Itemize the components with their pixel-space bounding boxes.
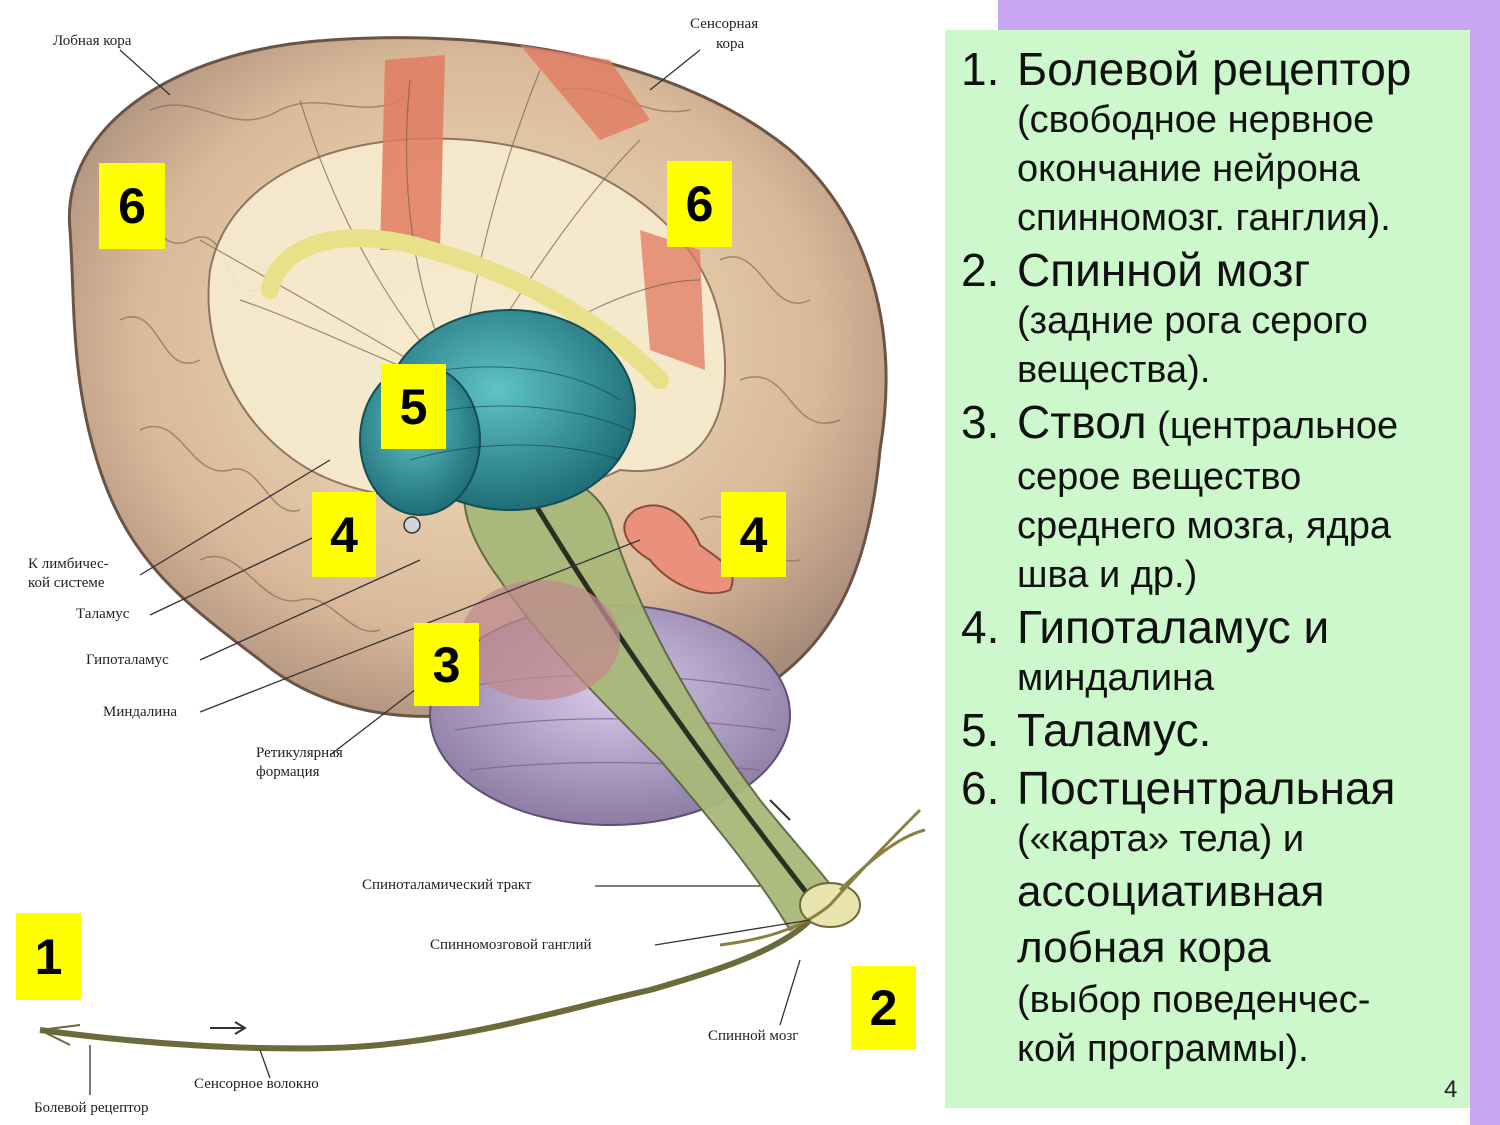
label-spinal-cord: Спинной мозг xyxy=(708,1028,799,1044)
label-limbic-line2: кой системе xyxy=(28,575,105,591)
legend-item-heading: 6. Постцентральная xyxy=(961,761,1470,815)
legend-item-number: 6. xyxy=(961,762,1000,814)
label-sensory-cortex-line1: Сенсорная xyxy=(690,16,759,32)
legend-item: 5. Таламус. xyxy=(961,703,1470,757)
legend-item-number: 1. xyxy=(961,43,1000,95)
legend-item-number: 5. xyxy=(961,704,1000,756)
badge-6-left: 6 xyxy=(99,163,165,249)
label-spinal-ganglion: Спинномозговой ганглий xyxy=(430,937,592,953)
slide-number: 4 xyxy=(1444,1076,1458,1103)
legend-item: 3. Ствол (центральное серое вещество средне… xyxy=(961,395,1470,600)
badge-2: 2 xyxy=(851,966,916,1050)
badge-5: 5 xyxy=(381,364,446,449)
label-pain-receptor: Болевой рецептор xyxy=(34,1100,149,1116)
label-sensory-fiber: Сенсорное волокно xyxy=(194,1076,319,1092)
legend-item-title: Гипоталамус и xyxy=(1017,601,1330,653)
legend-item-heading: 2. Спинной мозг xyxy=(961,243,1470,297)
legend-item: 2. Спинной мозг(задние рога серого веществ… xyxy=(961,243,1470,395)
legend-item-line: (задние рога серого xyxy=(1017,300,1368,342)
legend-item-title: Спинной мозг xyxy=(1017,244,1311,296)
label-reticular-line2: формация xyxy=(256,764,320,780)
legend-item-line: лобная кора xyxy=(1017,923,1271,972)
label-amygdala: Миндалина xyxy=(103,704,178,720)
legend-panel: 1. Болевой рецептор(свободное нервное окон… xyxy=(945,30,1470,1108)
legend-item-line: серое вещество xyxy=(1017,456,1302,498)
sensory-fiber xyxy=(39,917,813,1052)
legend-item-line: спинномозг. ганглия). xyxy=(1017,197,1391,239)
legend-item-line: (свободное нервное xyxy=(1017,99,1375,141)
legend-item-line: кой программы). xyxy=(1017,1028,1309,1070)
label-spinothalamic-tract: Спиноталамический тракт xyxy=(362,877,532,893)
label-frontal-cortex: Лобная кора xyxy=(53,33,132,49)
legend-item-title: Постцентральная xyxy=(1017,762,1396,814)
sensory-cortex-strip xyxy=(380,55,445,250)
label-thalamus: Таламус xyxy=(76,606,130,622)
legend-item: 1. Болевой рецептор(свободное нервное окон… xyxy=(961,42,1470,243)
legend-item-line: шва и др.) xyxy=(1017,554,1198,596)
legend-item: 6. Постцентральная(«карта» тела) и ассоциа… xyxy=(961,761,1470,1074)
label-sensory-cortex-line2: кора xyxy=(716,36,745,52)
sensory-cortex-strip-3 xyxy=(640,230,705,370)
reticular-formation xyxy=(460,580,620,700)
legend-item-line: окончание нейрона xyxy=(1017,148,1360,190)
legend-item-heading: 5. Таламус. xyxy=(961,703,1470,757)
legend-item-title: Таламус. xyxy=(1017,704,1212,756)
label-reticular-line1: Ретикулярная xyxy=(256,745,343,761)
legend-item-title: Болевой рецептор xyxy=(1017,43,1412,95)
legend-item-heading: 3. Ствол (центральное xyxy=(961,395,1470,453)
legend-item-line: вещества). xyxy=(1017,349,1211,391)
sensory-cortex-strip-2 xyxy=(520,45,650,140)
legend-item-number: 2. xyxy=(961,244,1000,296)
badge-1: 1 xyxy=(16,913,81,1000)
purple-side-band xyxy=(1470,0,1500,1125)
legend-item-number: 3. xyxy=(961,396,1000,448)
label-hypothalamus: Гипоталамус xyxy=(86,652,169,668)
corpus-callosum xyxy=(261,229,669,389)
purple-top-band xyxy=(998,0,1500,30)
legend-item-line: среднего мозга, ядра xyxy=(1017,505,1391,547)
badge-3: 3 xyxy=(414,623,479,706)
legend-item-heading: 1. Болевой рецептор xyxy=(961,42,1470,96)
legend-item-line: («карта» тела) и xyxy=(1017,818,1305,860)
legend-item-heading: 4. Гипоталамус и xyxy=(961,600,1470,654)
badge-4-right: 4 xyxy=(721,492,786,577)
legend-item-line: ассоциативная xyxy=(1017,867,1325,916)
badge-6-right: 6 xyxy=(667,161,732,247)
amygdala xyxy=(623,504,734,595)
legend-item-number: 4. xyxy=(961,601,1000,653)
legend-item-title: Ствол xyxy=(1017,396,1147,448)
legend-item-inline-desc: (центральное xyxy=(1146,405,1399,447)
badge-4-left: 4 xyxy=(312,492,376,577)
legend-item-line: миндалина xyxy=(1017,657,1215,699)
legend-item-line: (выбор поведенчес- xyxy=(1017,979,1371,1021)
label-limbic-line1: К лимбичес- xyxy=(28,556,109,572)
